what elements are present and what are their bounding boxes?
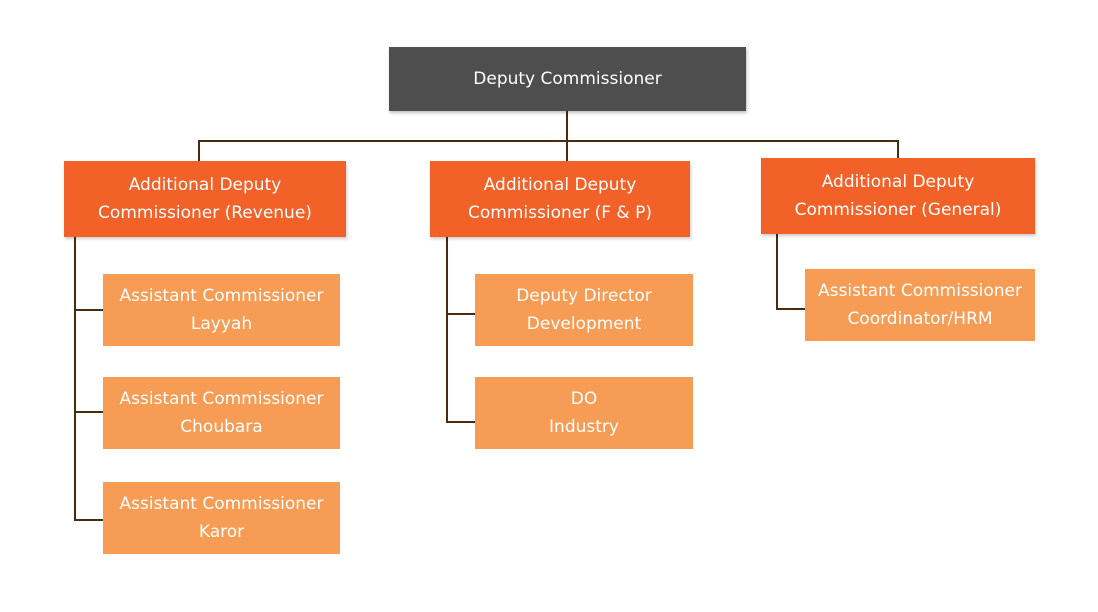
- connector-stub-development: [446, 313, 476, 315]
- connector-stub-layyah: [74, 309, 104, 311]
- box-label-line2: Coordinator/HRM: [847, 309, 993, 329]
- connector-stub-karor: [74, 519, 104, 521]
- adc-fp-box: Additional Deputy Commissioner (F & P): [430, 161, 690, 237]
- ac-coordinator-hrm-box: Assistant Commissioner Coordinator/HRM: [805, 269, 1035, 341]
- connector-stub-industry: [446, 421, 476, 423]
- connector-drop-revenue: [198, 140, 200, 162]
- box-label-line1: DO: [570, 389, 598, 409]
- connector-stub-coordinator: [776, 308, 806, 310]
- box-label-line2: Commissioner (General): [794, 200, 1002, 220]
- box-label-line2: Commissioner (F & P): [468, 203, 652, 223]
- connector-drop-fp: [566, 140, 568, 162]
- box-label-line2: Layyah: [190, 314, 253, 334]
- do-industry-box: DO Industry: [475, 377, 693, 449]
- ac-layyah-box: Assistant Commissioner Layyah: [103, 274, 340, 346]
- deputy-commissioner-box: Deputy Commissioner: [389, 47, 746, 111]
- connector-drop-general: [897, 140, 899, 159]
- box-label-line2: Choubara: [180, 417, 263, 437]
- box-label-line2: Development: [526, 314, 642, 334]
- adc-general-box: Additional Deputy Commissioner (General): [761, 158, 1035, 234]
- box-label-line1: Additional Deputy: [128, 175, 282, 195]
- box-label-line1: Additional Deputy: [483, 175, 637, 195]
- ac-karor-box: Assistant Commissioner Karor: [103, 482, 340, 554]
- box-label-line1: Additional Deputy: [821, 172, 975, 192]
- box-label-line2: Industry: [549, 417, 619, 437]
- deputy-director-development-box: Deputy Director Development: [475, 274, 693, 346]
- connector-spine-general: [776, 233, 778, 310]
- box-label-line2: Karor: [198, 522, 245, 542]
- box-label-line2: Commissioner (Revenue): [98, 203, 312, 223]
- ac-choubara-box: Assistant Commissioner Choubara: [103, 377, 340, 449]
- connector-horizontal-bus: [198, 140, 899, 142]
- box-label-line1: Assistant Commissioner: [119, 286, 324, 306]
- box-label: Deputy Commissioner: [473, 69, 662, 89]
- connector-stub-choubara: [74, 411, 104, 413]
- box-label-line1: Deputy Director: [516, 286, 652, 306]
- connector-spine-fp: [446, 236, 448, 423]
- box-label-line1: Assistant Commissioner: [817, 281, 1023, 301]
- box-label-line1: Assistant Commissioner: [119, 494, 324, 514]
- box-label-line1: Assistant Commissioner: [119, 389, 324, 409]
- adc-revenue-box: Additional Deputy Commissioner (Revenue): [64, 161, 346, 237]
- connector-spine-revenue: [74, 236, 76, 521]
- connector-root-down: [566, 110, 568, 141]
